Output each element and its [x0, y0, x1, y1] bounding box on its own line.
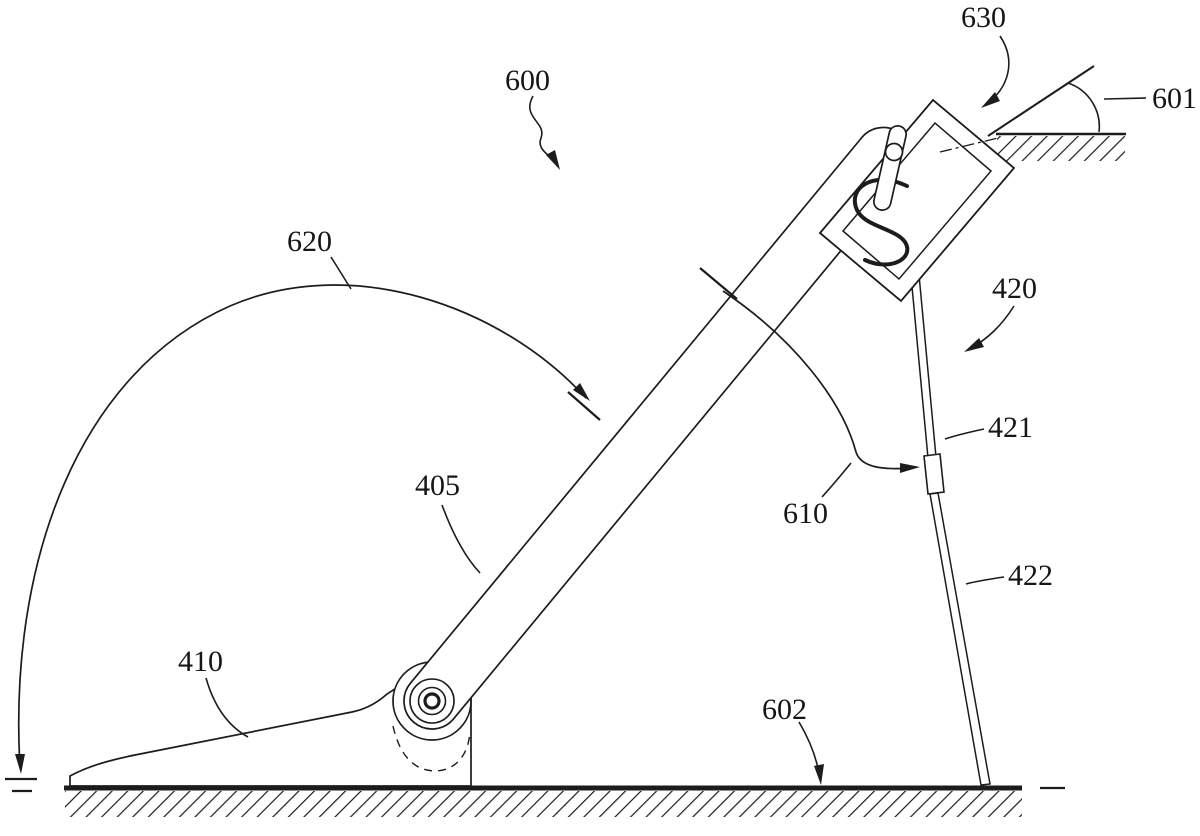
- leader-601: [1103, 97, 1147, 100]
- arm-tick-mark-2: [699, 267, 738, 300]
- arc-620-arrow-start: [15, 754, 25, 774]
- centerline-dash-dot: [939, 137, 999, 153]
- arc-620-arrow-end: [573, 383, 590, 401]
- reference-surface-601: [987, 65, 1126, 161]
- leader-405: [441, 504, 481, 574]
- leader-421: [944, 428, 985, 440]
- label-630: 630: [961, 1, 1006, 34]
- arc-610-curve: [722, 290, 913, 470]
- leader-420-arrow: [964, 338, 984, 352]
- label-421: 421: [988, 411, 1033, 444]
- arc-610-arrow: [900, 463, 920, 473]
- leader-lines: [205, 35, 1147, 785]
- rod-connector: [923, 453, 945, 495]
- arm-tick-mark-1: [567, 391, 601, 421]
- leader-610: [821, 462, 852, 498]
- leader-602-arrow: [814, 764, 824, 785]
- angle-arc-620: [15, 284, 601, 774]
- angle-reference-line: [987, 65, 1095, 137]
- label-420: 420: [992, 272, 1037, 305]
- label-422: 422: [1008, 559, 1053, 592]
- spring-symbol: [853, 177, 910, 267]
- label-600: 600: [505, 64, 550, 97]
- angle-arc-610: [699, 267, 920, 473]
- pivot-inner-ring: [423, 692, 441, 710]
- ground-hatch: [65, 791, 1022, 817]
- arc-620-curve: [17, 284, 587, 769]
- label-610: 610: [783, 497, 828, 530]
- label-602: 602: [762, 693, 807, 726]
- leader-410: [205, 677, 249, 738]
- leader-600-arrow: [546, 150, 560, 170]
- label-410: 410: [178, 645, 223, 678]
- pivot-outer-ring: [409, 678, 455, 724]
- label-620: 620: [287, 225, 332, 258]
- surface-hatch: [997, 136, 1125, 161]
- pedal-pad-assembly: [818, 98, 1016, 303]
- ground-602: [5, 777, 1065, 817]
- rod-lower-segment-422: [929, 492, 991, 786]
- label-601: 601: [1152, 82, 1197, 115]
- leader-620: [330, 256, 352, 290]
- pivot-middle-ring: [417, 686, 447, 716]
- leader-630-arrow: [981, 92, 1000, 108]
- lever-pin: [884, 142, 904, 162]
- leader-422: [965, 576, 1005, 585]
- base-bracket-410: [69, 661, 472, 787]
- pedal-pad-outer: [818, 98, 1016, 303]
- angle-arc-601: [1067, 82, 1101, 133]
- labels: 600 630 601 620 420 421 422 405 610 410 …: [178, 1, 1197, 726]
- label-405: 405: [415, 469, 460, 502]
